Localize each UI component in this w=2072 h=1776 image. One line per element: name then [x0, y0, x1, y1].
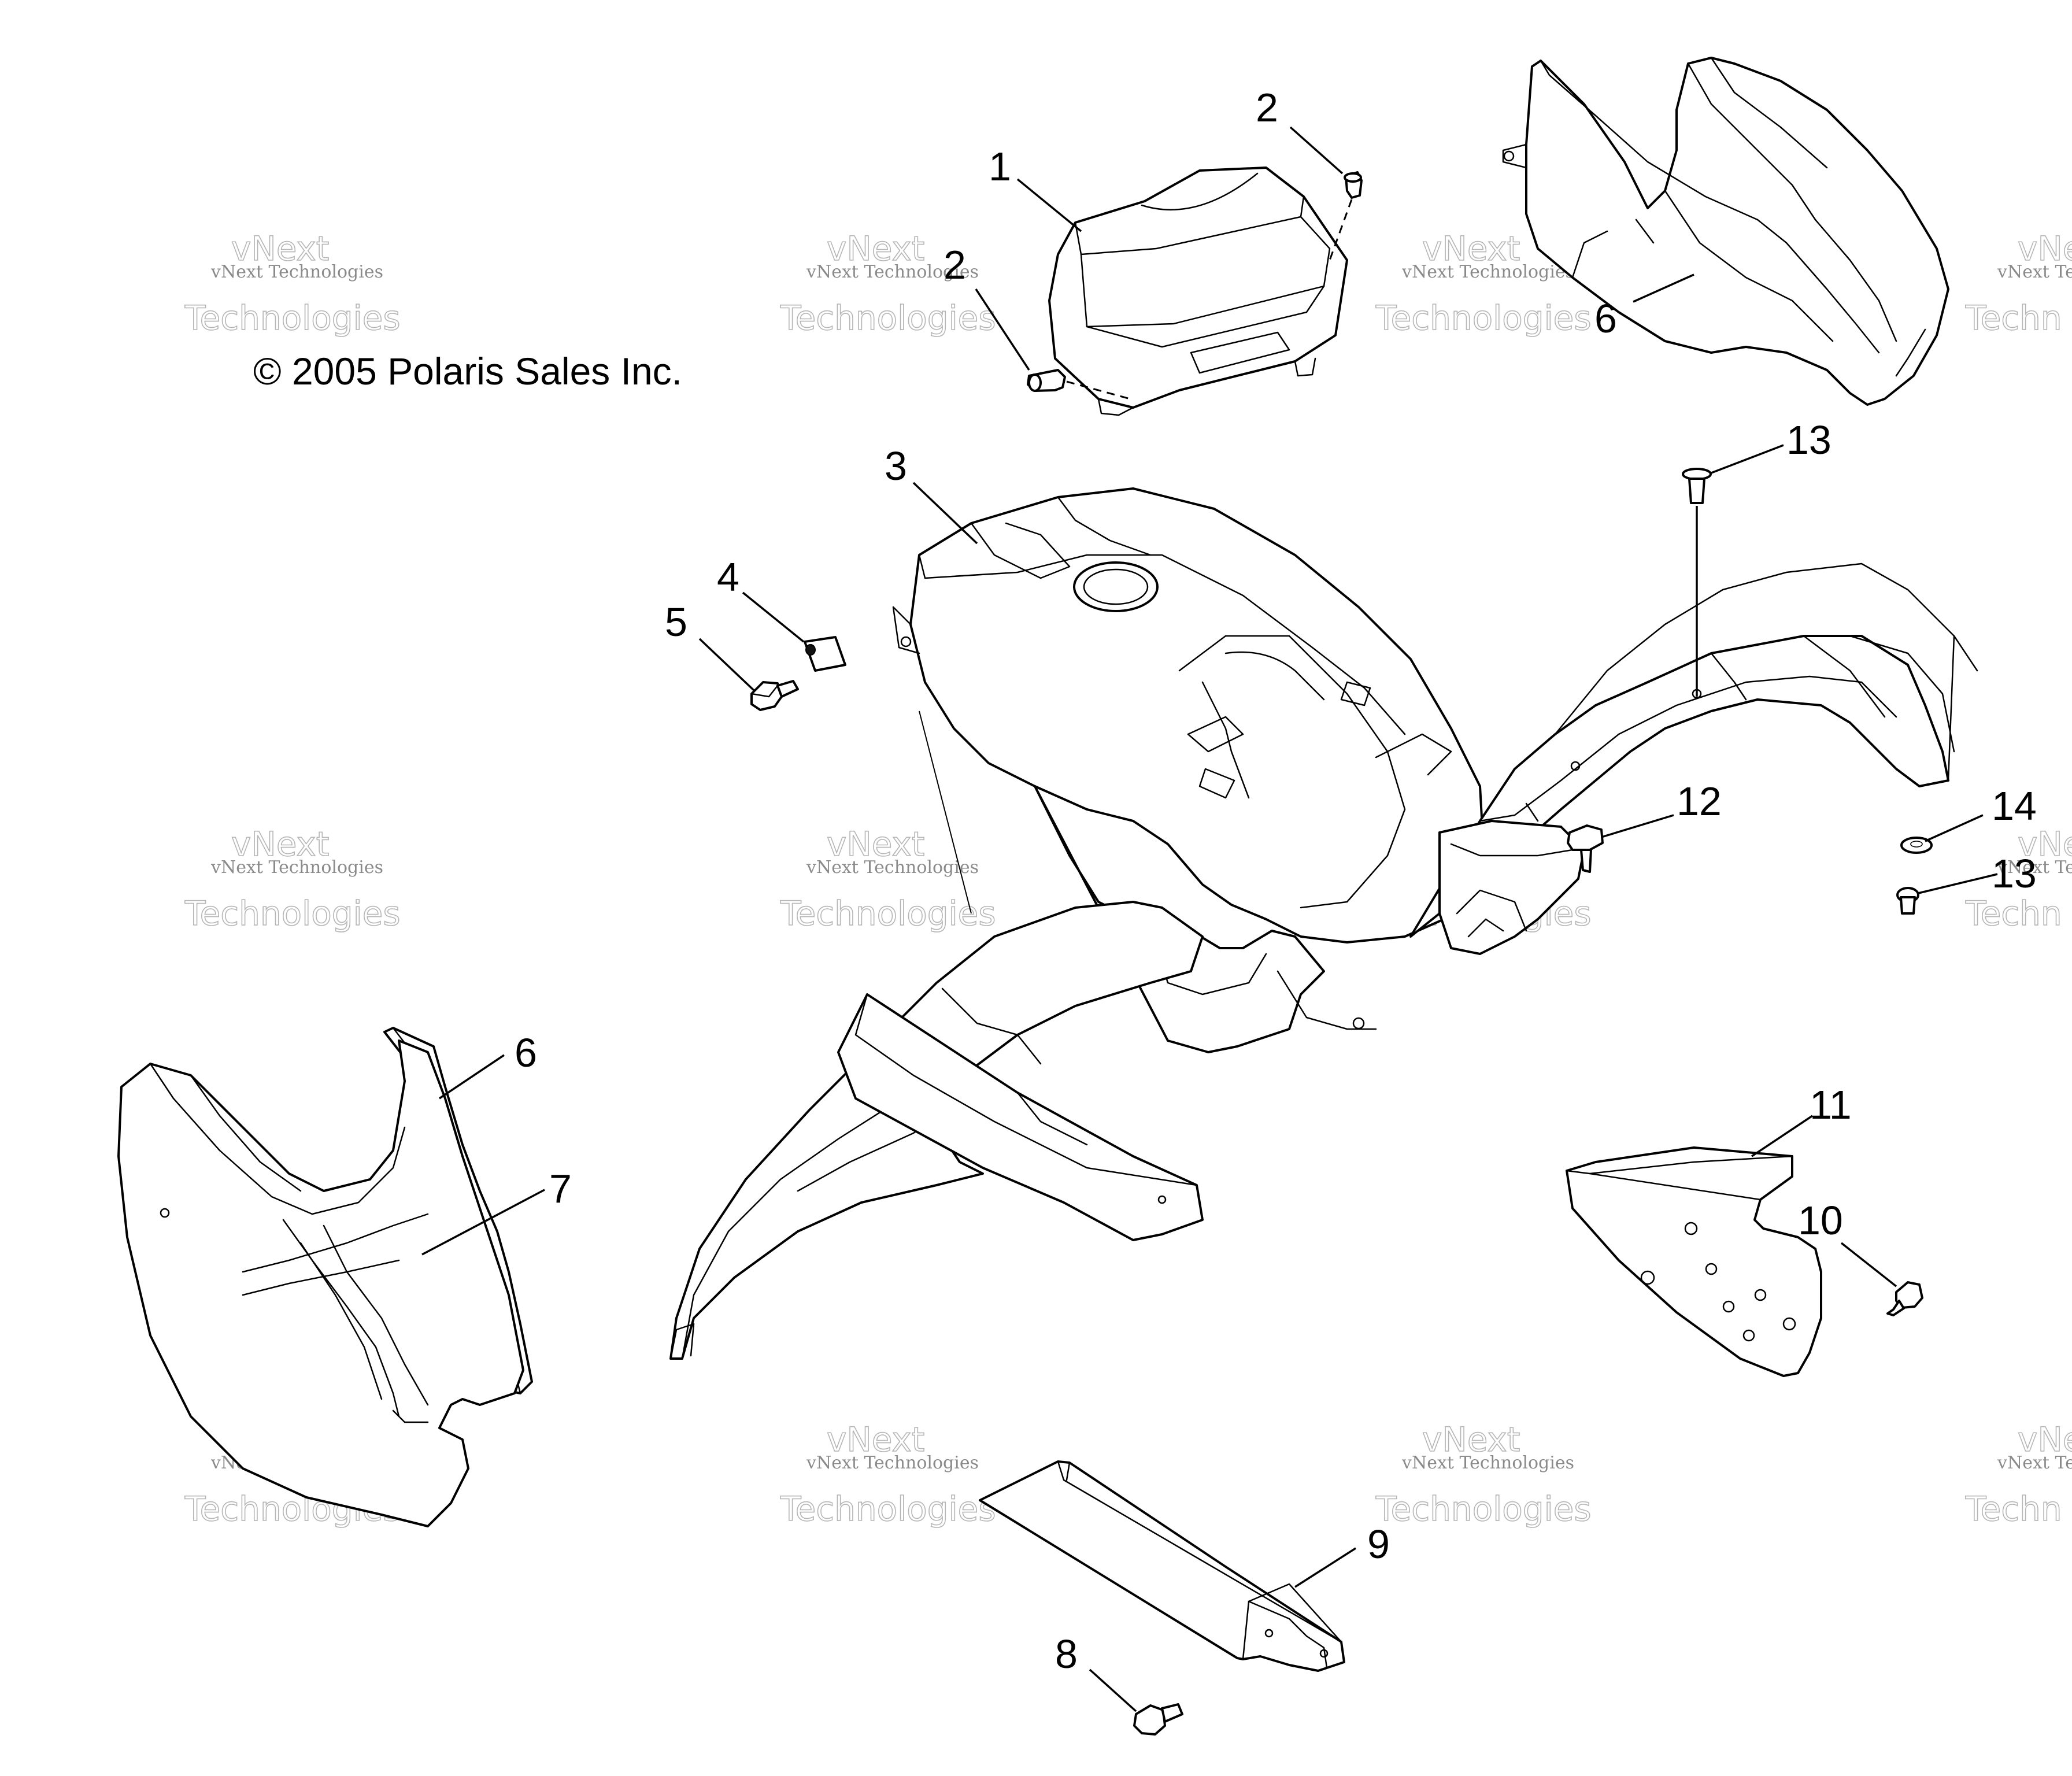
callout-14: 14 [1992, 783, 2037, 828]
callout-9: 9 [1367, 1522, 1390, 1567]
leader-10 [1840, 1242, 1897, 1287]
callout-6-top: 6 [1594, 296, 1617, 341]
svg-text:vNext: vNext [1422, 1420, 1520, 1459]
svg-text:vNe: vNe [2018, 229, 2072, 268]
watermark-5: vNext Technologies vNext Technologies [184, 824, 401, 934]
svg-text:Technologies: Technologies [780, 1489, 996, 1529]
svg-text:vNe: vNe [2018, 824, 2072, 864]
callout-2-upper: 2 [1256, 85, 1278, 130]
callout-8: 8 [1055, 1631, 1078, 1677]
callout-7: 7 [549, 1166, 572, 1211]
leader-8 [1089, 1668, 1137, 1712]
leader-2-lower [975, 288, 1030, 371]
watermark-1: vNext Technologies vNext Technologies [184, 228, 401, 338]
watermark-8: vNe Techn vNext Te [1964, 824, 2072, 934]
part-12-screw [1567, 824, 1604, 873]
leader-7 [421, 1189, 545, 1256]
svg-text:vNext: vNext [827, 1420, 924, 1459]
svg-text:Technologies: Technologies [1375, 298, 1592, 338]
part-14-washer [1900, 837, 1933, 854]
part-3-front-cab [669, 487, 1978, 1360]
watermark-10: vNext Technologies vNext Technologies [779, 1419, 996, 1529]
svg-text:vNext Technologies: vNext Technologies [1401, 1453, 1574, 1473]
svg-text:vNext Technologies: vNext Technologies [210, 857, 383, 878]
callout-11: 11 [1810, 1082, 1852, 1127]
callout-12: 12 [1677, 779, 1722, 824]
svg-text:Technologies: Technologies [184, 894, 401, 933]
leader-2-upper-dash [1329, 199, 1353, 261]
watermark-4: vNe Techn vNext Te [1964, 228, 2072, 338]
part-13-rivet-lower [1896, 887, 1919, 915]
svg-text:vNext Te: vNext Te [1997, 1453, 2072, 1473]
callout-10: 10 [1798, 1198, 1843, 1243]
leader-2-upper [1289, 126, 1344, 175]
svg-text:vNext: vNext [827, 229, 924, 268]
part-2-screw-upper [1344, 171, 1363, 199]
leader-5 [698, 638, 756, 692]
watermark-12: vNe Techn vNext Te [1964, 1419, 2072, 1529]
svg-text:vNext: vNext [1422, 229, 1520, 268]
part-7-side-panel [117, 1039, 524, 1527]
callout-13-lower: 13 [1992, 851, 2037, 896]
svg-text:vNext Technologies: vNext Technologies [806, 262, 979, 282]
watermark-6: vNext Technologies vNext Technologies [779, 824, 996, 934]
part-9-bracket [979, 1460, 1345, 1672]
watermark-3: vNext Technologies vNext Technologies [1375, 228, 1592, 338]
watermark-11: vNext Technologies vNext Technologies [1375, 1419, 1592, 1529]
part-2-screw-lower [1027, 369, 1066, 392]
callout-4: 4 [717, 554, 739, 600]
watermark-2: vNext Technologies vNext Technologies [779, 228, 996, 338]
svg-text:vNext Technologies: vNext Technologies [806, 857, 979, 878]
leader-11 [1751, 1115, 1813, 1157]
part-5-screw [750, 680, 799, 711]
leader-lines [421, 126, 1998, 1712]
svg-text:vNext: vNext [231, 824, 329, 864]
svg-text:vNext Technologies: vNext Technologies [210, 262, 383, 282]
svg-text:vNext Te: vNext Te [1997, 262, 2072, 282]
svg-text:vNext Te: vNext Te [1997, 857, 2072, 878]
leader-12 [1601, 814, 1674, 838]
callout-numbers: 1 2 2 3 4 5 6 6 7 8 9 10 11 12 13 13 14 [515, 85, 2037, 1677]
part-10-screw [1886, 1281, 1923, 1316]
callout-13-upper: 13 [1786, 417, 1832, 462]
svg-text:Techn: Techn [1965, 298, 2062, 338]
leader-1 [1016, 178, 1082, 232]
part-11-heat-shield [1566, 1146, 1822, 1377]
leader-6-top [1633, 273, 1694, 303]
svg-text:vNext: vNext [231, 229, 329, 268]
part-4-clip-nut [804, 636, 846, 672]
part-6-side-panel-top [1502, 57, 1949, 406]
copyright-notice: © 2005 Polaris Sales Inc. [253, 350, 682, 393]
leader-6-left [439, 1054, 505, 1100]
callout-2-lower: 2 [944, 242, 966, 287]
leader-13-lower [1918, 873, 1998, 894]
part-1-pod-cover [1048, 166, 1348, 416]
callout-1: 1 [989, 144, 1011, 189]
callout-3: 3 [885, 443, 907, 489]
svg-text:vNext Technologies: vNext Technologies [806, 1453, 979, 1473]
leader-3 [912, 482, 978, 545]
callout-6-left: 6 [515, 1030, 537, 1075]
svg-text:Technologies: Technologies [780, 894, 996, 933]
svg-text:Techn: Techn [1965, 1489, 2062, 1529]
leader-3-hidden [919, 711, 972, 914]
leader-9 [1294, 1547, 1356, 1588]
svg-text:Techn: Techn [1965, 894, 2062, 933]
leader-14 [1925, 814, 1984, 842]
leader-4 [742, 591, 805, 643]
part-13-rivet-upper [1682, 468, 1712, 504]
svg-text:Technologies: Technologies [780, 298, 996, 338]
svg-text:vNext Technologies: vNext Technologies [1401, 262, 1574, 282]
callout-5: 5 [665, 600, 687, 645]
part-8-screw [1133, 1703, 1183, 1736]
svg-text:Technologies: Technologies [184, 298, 401, 338]
svg-text:vNe: vNe [2018, 1420, 2072, 1459]
svg-text:vNext: vNext [827, 824, 924, 864]
svg-text:Technologies: Technologies [1375, 1489, 1592, 1529]
leader-13-upper [1711, 444, 1784, 474]
leader-2-lower-dash [1066, 380, 1131, 400]
